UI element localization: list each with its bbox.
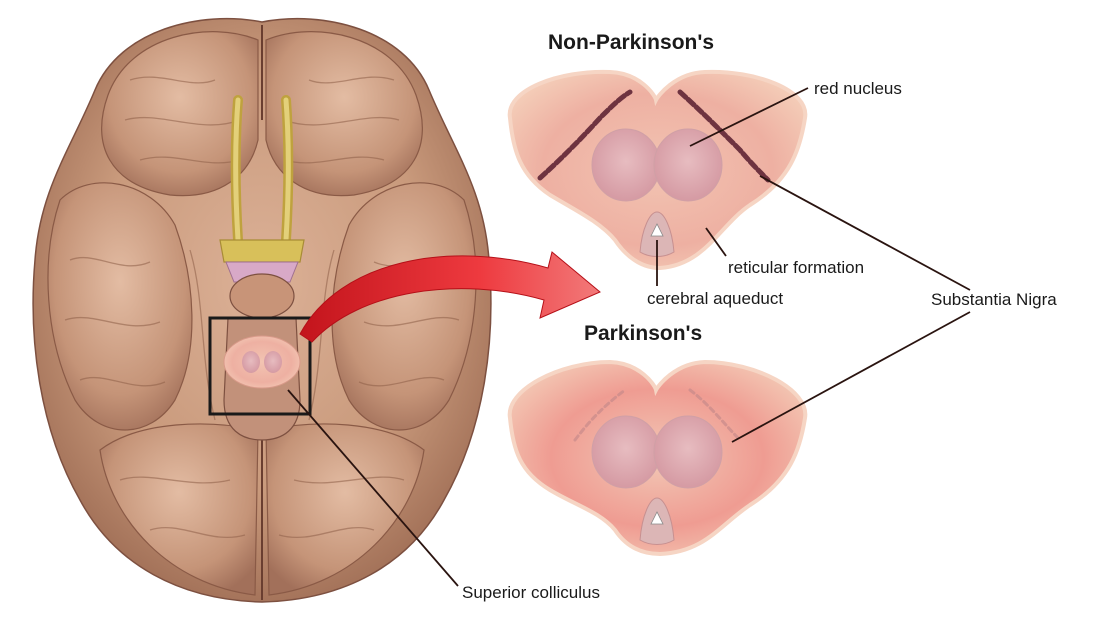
heading-non-parkinsons: Non-Parkinson's <box>548 31 715 54</box>
magnify-arrow <box>299 251 601 343</box>
olfactory-tract-right-hl <box>283 97 291 243</box>
leader-superior-colliculus <box>287 389 459 587</box>
section-non-parkinsons <box>507 69 808 271</box>
olfactory-tract-left-hl <box>233 97 241 243</box>
label-reticular-formation: reticular formation <box>728 258 865 277</box>
red-nucleus-left <box>591 128 661 202</box>
red-nucleus-pd-left <box>591 415 661 489</box>
gyri-texture <box>64 76 460 539</box>
occipital-lobe-left <box>99 423 259 596</box>
temporal-lobe-right <box>331 182 477 431</box>
occipital-lobe-right <box>265 423 425 596</box>
midbrain-section <box>223 335 301 389</box>
faded-nigra-left <box>573 388 627 442</box>
label-superior-colliculus: Superior colliculus <box>462 583 600 602</box>
leader-reticular <box>705 227 727 257</box>
faded-nigra-right <box>688 388 742 442</box>
optic-chiasm-pink <box>225 261 299 283</box>
leader-nigra-bottom <box>731 311 971 443</box>
aqueduct-triangle-top <box>650 223 664 237</box>
section-parkinsons <box>507 359 808 557</box>
focus-box <box>208 316 312 416</box>
temporal-lobe-left <box>47 182 193 431</box>
nigra-band-right <box>677 89 771 183</box>
label-red-nucleus: red nucleus <box>814 79 902 98</box>
leader-lines <box>287 87 971 587</box>
red-nucleus-right <box>653 128 723 202</box>
label-substantia-nigra: Substantia Nigra <box>931 290 1057 309</box>
leader-red-nucleus <box>689 87 809 147</box>
leader-nigra-top <box>759 175 971 291</box>
aqueduct-triangle-bottom <box>650 511 664 525</box>
midbrain-nucleus-right <box>264 351 282 373</box>
label-cerebral-aqueduct: cerebral aqueduct <box>647 289 784 308</box>
brain-illustration <box>32 17 492 603</box>
optic-chiasm <box>219 239 305 263</box>
midbrain-nucleus-left <box>242 351 260 373</box>
pons <box>229 273 295 319</box>
red-nucleus-pd-right <box>653 415 723 489</box>
nigra-band-left <box>537 89 633 181</box>
heading-parkinsons: Parkinson's <box>584 322 703 345</box>
